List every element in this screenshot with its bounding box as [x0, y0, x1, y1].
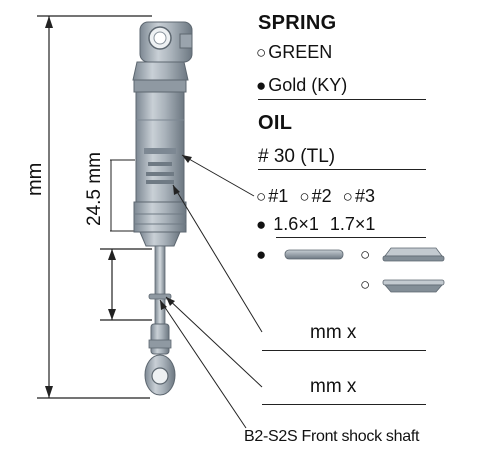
radio-empty-icon: ○	[256, 43, 267, 62]
piston-selected[interactable]: ● 1.6×1 1.7×1	[256, 214, 375, 235]
oil-underline	[258, 169, 426, 170]
spacer-label-2: mm x	[310, 376, 357, 397]
spring-option-label: Gold (KY)	[268, 75, 348, 95]
leader-lines	[159, 154, 263, 429]
washer-cone-up	[384, 247, 443, 257]
piston-value-1: 1.6×1	[273, 214, 319, 234]
stroke-length-label: 24.5 mm	[84, 152, 105, 226]
washer-flat	[284, 249, 344, 260]
internal-dimension	[110, 159, 135, 232]
spring-underline	[258, 99, 426, 100]
spacer-underline-2	[262, 404, 426, 405]
spring-option-green[interactable]: ○GREEN	[256, 42, 332, 63]
oil-value: # 30 (TL)	[258, 146, 336, 167]
piston-underline	[276, 237, 426, 238]
piston-options: ○#1 ○#2 ○#3	[256, 186, 375, 207]
radio-empty-icon: ○	[342, 187, 353, 206]
piston-value-2: 1.7×1	[329, 214, 376, 234]
overall-length-dimension	[37, 15, 152, 399]
washer-cone-down	[382, 279, 445, 286]
radio-filled-icon: ●	[256, 215, 267, 234]
spacer-label-1: mm x	[310, 322, 357, 343]
overall-length-label: mm	[24, 162, 46, 196]
washer-option-cone-up[interactable]: ○	[360, 244, 372, 265]
washer-shapes	[284, 247, 445, 293]
spring-option-label: GREEN	[268, 42, 333, 62]
spacer-underline-1	[262, 350, 426, 351]
shaft-label: B2-S2S Front shock shaft	[244, 428, 420, 445]
radio-empty-icon: ○	[256, 187, 267, 206]
spring-heading: SPRING	[258, 12, 337, 34]
rod-length-dimension	[100, 248, 152, 321]
radio-filled-icon: ●	[256, 76, 267, 95]
washer-option-flat[interactable]: ●	[256, 244, 268, 265]
washer-option-cone-down[interactable]: ○	[360, 274, 372, 295]
radio-empty-icon: ○	[299, 187, 310, 206]
shock-absorber	[132, 21, 193, 396]
spring-option-gold[interactable]: ●Gold (KY)	[256, 75, 347, 96]
radio-empty-icon: ○	[360, 275, 371, 294]
piston-option-2[interactable]: ○#2	[299, 186, 332, 206]
oil-heading: OIL	[258, 112, 293, 134]
radio-empty-icon: ○	[360, 245, 371, 264]
piston-option-1[interactable]: ○#1	[256, 186, 289, 206]
piston-option-3[interactable]: ○#3	[342, 186, 375, 206]
radio-filled-icon: ●	[256, 245, 267, 264]
